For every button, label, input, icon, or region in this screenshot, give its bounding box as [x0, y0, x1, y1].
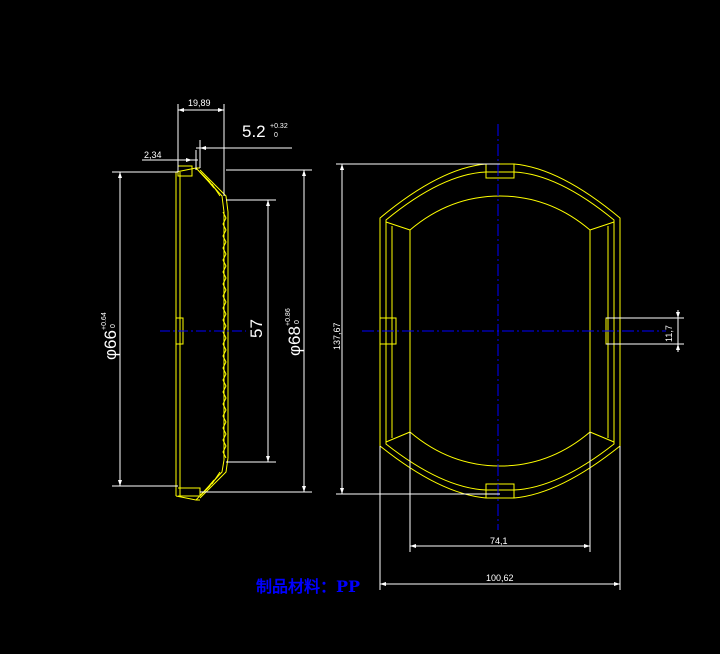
dim-outer-dia-left-upper: +0.64	[101, 312, 108, 330]
side-section-view	[175, 165, 229, 501]
top-centerlines	[362, 124, 666, 530]
dim-outer-dia-right-lower: 0	[294, 320, 301, 324]
top-dimensions	[336, 163, 684, 590]
side-dimensions	[112, 104, 312, 493]
dim-lip: 2,34	[144, 150, 162, 160]
dim-depth-tol-lower: 0	[274, 132, 278, 139]
side-arrowheads	[118, 108, 306, 492]
dim-top-width: 19,89	[188, 98, 211, 108]
dim-height: 137,67	[332, 322, 342, 350]
dim-depth-tol-upper: +0.32	[270, 123, 288, 130]
dim-outer-dia-right-upper: +0.86	[285, 308, 292, 326]
dim-inner-dia: 57	[247, 319, 266, 338]
top-arrowheads	[340, 164, 680, 586]
dim-depth: 5.2	[242, 122, 266, 141]
dim-inner-width: 74,1	[490, 536, 508, 546]
dim-outer-dia-left-lower: 0	[110, 324, 117, 328]
section-hatch	[222, 211, 227, 459]
dim-outer-dia-left: φ66	[101, 330, 120, 360]
dim-overall-width: 100,62	[486, 573, 514, 583]
dim-outer-dia-right: φ68	[285, 326, 304, 356]
material-note: 制品材料：PP	[256, 577, 360, 596]
dim-slot: 11,7	[664, 325, 674, 342]
